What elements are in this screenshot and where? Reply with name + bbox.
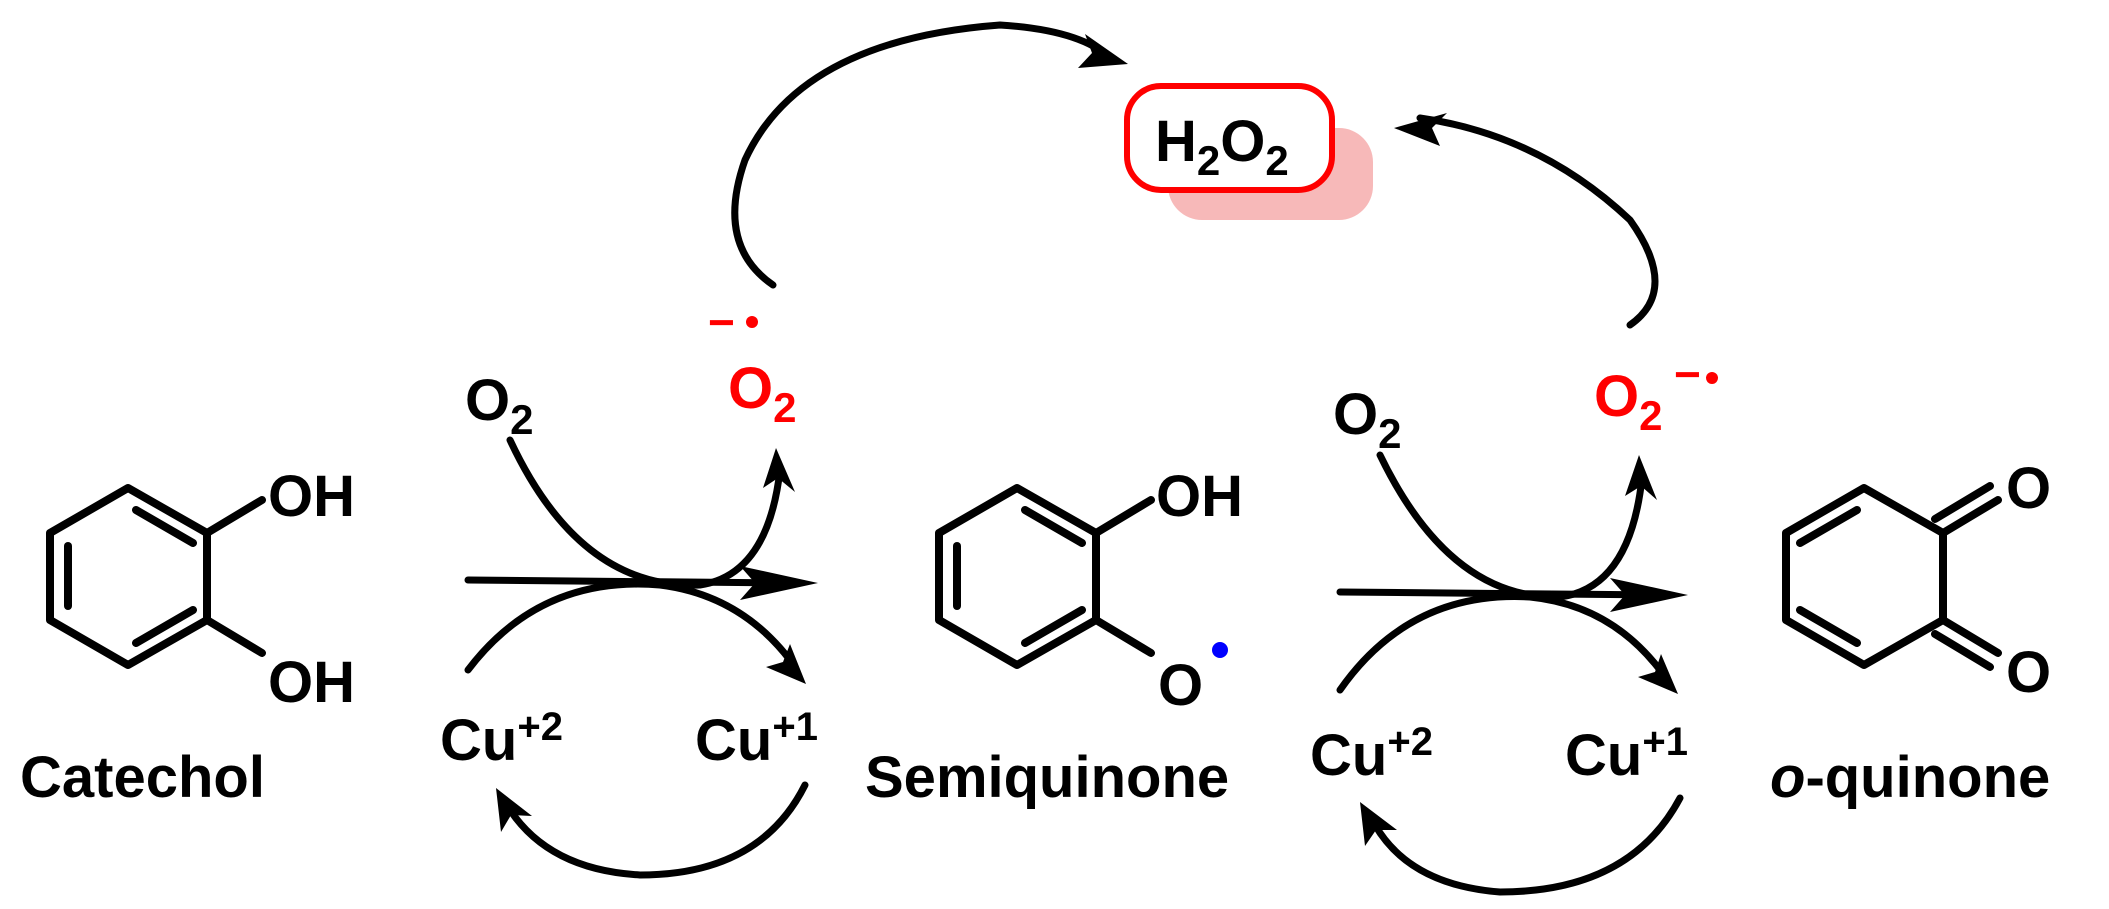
semiquinone-oh: OH [1156, 464, 1243, 529]
step1-o2-arrowhead-icon [763, 448, 795, 492]
step1-superoxide-charge: − [708, 296, 735, 348]
catechol-oh-top: OH [268, 464, 355, 529]
step1-cu-arc [464, 580, 794, 674]
step1-o2-arc [506, 436, 784, 589]
oquinone-o-bottom: O [2006, 640, 2051, 705]
catechol-structure [46, 484, 266, 669]
right-h2o2-arrowhead-icon [1394, 113, 1447, 146]
step2-arrows [1336, 451, 1688, 896]
step1-cu-return-arrowhead-icon [496, 788, 532, 832]
step2-o2: O2 [1333, 382, 1401, 457]
radical-dot-icon [1212, 642, 1228, 658]
step2-cu-return [1371, 794, 1684, 896]
h2o2-box [1124, 83, 1335, 193]
step1-superoxide-radical-icon [746, 316, 758, 328]
h2o2-label: H2O2 [1155, 109, 1289, 184]
step1-superoxide: O2 [728, 356, 796, 431]
step2-o2-arc [1376, 451, 1646, 601]
semiquinone-label: Semiquinone [865, 745, 1229, 810]
step1-arrows [464, 436, 818, 879]
step2-cu-arc [1336, 593, 1664, 694]
step1-cu-return [506, 781, 809, 879]
oquinone-structure [1782, 482, 2002, 671]
step2-o2-arrowhead-icon [1625, 455, 1657, 500]
step1-cu1: Cu+1 [695, 705, 818, 773]
step1-o2: O2 [465, 368, 533, 443]
step2-superoxide: O2 [1594, 364, 1662, 439]
left-h2o2-arrowhead-icon [1078, 34, 1128, 68]
step1-cu2: Cu+2 [440, 705, 563, 773]
step2-superoxide-charge: − [1674, 348, 1701, 400]
step2-cu-return-arrowhead-icon [1360, 802, 1397, 846]
step2-arrowhead-icon [1610, 578, 1688, 612]
oquinone-rest: -quinone [1805, 745, 2050, 810]
oquinone-o-top: O [2006, 456, 2051, 521]
step2-superoxide-radical-icon [1706, 372, 1718, 384]
step2-cu-arrowhead-icon [1638, 654, 1678, 694]
semiquinone-structure [935, 484, 1155, 669]
catechol-label: Catechol [20, 745, 265, 810]
step2-cu1: Cu+1 [1565, 720, 1688, 788]
catechol-oh-bottom: OH [268, 650, 355, 715]
left-superoxide-to-h2o2-arc [731, 21, 1114, 289]
step1-arrowhead-icon [740, 566, 818, 600]
step1-cu-arrowhead-icon [766, 644, 806, 684]
step2-cu2: Cu+2 [1310, 720, 1433, 788]
oquinone-label: o-quinone [1770, 745, 2050, 810]
right-superoxide-to-h2o2-arc [1416, 114, 1659, 329]
semiquinone-o: O [1158, 653, 1203, 718]
oquinone-prefix: o [1770, 745, 1805, 810]
